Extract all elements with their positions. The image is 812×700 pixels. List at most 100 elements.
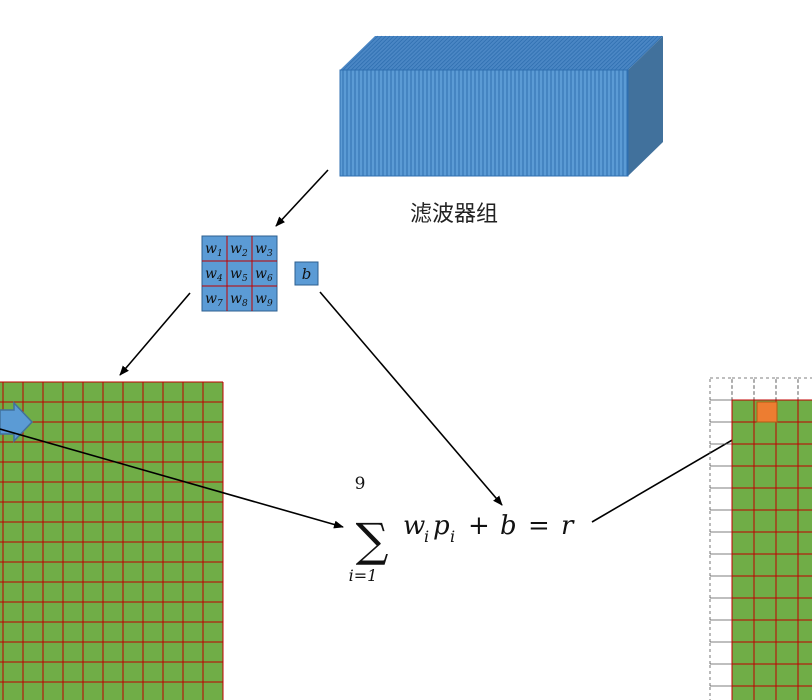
- padding-cell: [775, 377, 799, 401]
- filter-top-stripe: [458, 35, 495, 71]
- bias-cell: [294, 261, 319, 286]
- filter-top-stripe: [414, 35, 451, 71]
- formula-r: r: [561, 511, 575, 541]
- formula-p-sub: i: [450, 527, 455, 546]
- padding-cell: [709, 487, 733, 511]
- filter-top-stripe: [358, 35, 395, 71]
- filter-top-stripe: [578, 35, 615, 71]
- kernel-cell-w7: w7: [205, 291, 223, 309]
- padding-cell: [709, 509, 733, 533]
- filter-top-stripe: [454, 35, 491, 71]
- filter-top-stripe: [614, 35, 651, 71]
- formula-equals: =: [528, 511, 550, 541]
- filter-top-stripe: [490, 35, 527, 71]
- kernel-background: [201, 235, 278, 312]
- arrow-bias-to-formula: [319, 291, 503, 506]
- formula-plus: +: [468, 511, 490, 541]
- padding-cell: [709, 575, 733, 599]
- sum-upper-limit: 9: [355, 474, 366, 494]
- filter-top-stripe: [570, 35, 607, 71]
- filter-top-stripe: [406, 35, 443, 71]
- formula: 9 ∑ i=1 w i p i + b = r: [349, 474, 575, 585]
- padding-cell: [731, 377, 755, 401]
- arrow-kernel-to-input: [119, 292, 191, 376]
- padding-cell: [709, 377, 733, 401]
- filter-top-stripe: [494, 35, 531, 71]
- padding-cell: [709, 641, 733, 665]
- filter-top-stripe: [586, 35, 623, 71]
- kernel-cell-w5: w5: [230, 266, 248, 284]
- output-feature-map: [709, 377, 812, 700]
- filter-top-stripe: [390, 35, 427, 71]
- filter-top-stripe: [418, 35, 455, 71]
- filter-top-stripe: [382, 35, 419, 71]
- filter-top-stripe: [434, 35, 471, 71]
- filter-bank-label: 滤波器组: [410, 202, 498, 227]
- filter-top-stripe: [378, 35, 415, 71]
- padding-cell: [709, 531, 733, 555]
- kernel-cell-w2: w2: [230, 241, 248, 259]
- padding-cell: [797, 377, 812, 401]
- filter-top-stripe: [470, 35, 507, 71]
- filter-top-stripe: [550, 35, 587, 71]
- filter-top-stripe: [370, 35, 407, 71]
- filter-bank-front-face: [339, 69, 629, 177]
- filter-top-stripe: [590, 35, 627, 71]
- formula-p: p: [433, 511, 450, 541]
- sum-symbol: ∑: [356, 513, 389, 567]
- filter-top-stripe: [558, 35, 595, 71]
- filter-top-stripe: [594, 35, 631, 71]
- filter-top-stripe: [410, 35, 447, 71]
- sum-lower-limit: i=1: [349, 566, 378, 585]
- padding-cell: [709, 421, 733, 445]
- padding-cell: [709, 553, 733, 577]
- filter-top-stripe: [474, 35, 511, 71]
- filter-top-stripe: [522, 35, 559, 71]
- filter-bank-stripes: [342, 70, 628, 176]
- filter-top-stripe: [446, 35, 483, 71]
- output-background: [732, 400, 812, 700]
- filter-top-stripe: [574, 35, 611, 71]
- filter-top-stripe: [366, 35, 403, 71]
- input-feature-map: [0, 381, 224, 700]
- kernel-cell-w9: w9: [255, 291, 273, 309]
- filter-top-stripe: [598, 35, 635, 71]
- filter-top-stripe: [506, 35, 543, 71]
- arrow-filterbank-to-kernel: [275, 169, 329, 227]
- filter-top-stripe: [514, 35, 551, 71]
- filter-top-stripe: [354, 35, 391, 71]
- filter-top-stripe: [562, 35, 599, 71]
- filter-top-stripe: [554, 35, 591, 71]
- filter-top-stripe: [498, 35, 535, 71]
- formula-w-sub: i: [424, 527, 429, 546]
- filter-top-stripe: [566, 35, 603, 71]
- filter-top-stripe: [538, 35, 575, 71]
- kernel-cell-w6: w6: [255, 266, 273, 284]
- filter-top-stripe: [582, 35, 619, 71]
- formula-b: b: [500, 511, 517, 541]
- filter-top-stripe: [518, 35, 555, 71]
- filter-top-stripe: [386, 35, 423, 71]
- kernel-cell-w3: w3: [255, 241, 273, 259]
- filter-top-stripe: [426, 35, 463, 71]
- filter-top-stripe: [342, 35, 379, 71]
- filter-bank-top-stripes: [342, 35, 663, 71]
- padding-cell: [753, 377, 777, 401]
- filter-top-stripe: [442, 35, 479, 71]
- filter-top-stripe: [618, 35, 655, 71]
- filter-top-stripe: [486, 35, 523, 71]
- filter-top-stripe: [530, 35, 567, 71]
- padding-cell: [709, 597, 733, 621]
- filter-top-stripe: [450, 35, 487, 71]
- filter-top-stripe: [422, 35, 459, 71]
- filter-top-stripe: [526, 35, 563, 71]
- filter-top-stripe: [398, 35, 435, 71]
- filter-top-stripe: [402, 35, 439, 71]
- filter-bank-side-face: [628, 36, 663, 176]
- kernel-cell-w8: w8: [230, 291, 248, 309]
- filter-top-stripe: [510, 35, 547, 71]
- kernel-cell-w1: w1: [205, 241, 223, 259]
- filter-top-stripe: [374, 35, 411, 71]
